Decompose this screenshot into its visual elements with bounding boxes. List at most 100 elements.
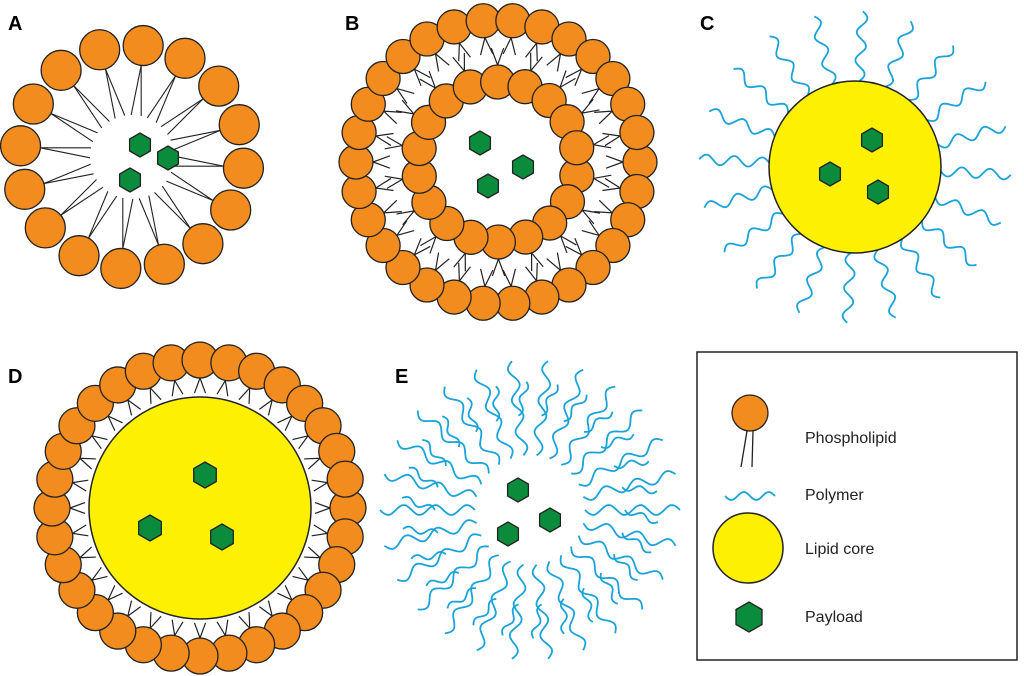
phospholipid-head [79, 29, 121, 71]
phospholipid-tail [384, 175, 403, 180]
phospholipid-tail [593, 177, 610, 188]
polymer-chain [885, 20, 914, 88]
phospholipid-tail [107, 415, 116, 431]
phospholipid-tail [91, 435, 102, 450]
phospholipid-tail [490, 47, 499, 66]
polymer-chain [577, 535, 664, 580]
polymer-chain [723, 212, 784, 253]
phospholipid-tail [375, 135, 392, 147]
payload-icon [735, 601, 763, 633]
phospholipid-tail [311, 532, 328, 537]
phospholipid-head [210, 189, 252, 231]
phospholipid-tail [402, 210, 415, 226]
phospholipid-tail [604, 135, 621, 147]
phospholipid-tail [258, 606, 273, 617]
phospholipid-tail [396, 88, 408, 104]
phospholipid-tail [148, 195, 160, 246]
polymer-chain [402, 525, 439, 535]
phospholipid-tail [372, 155, 391, 163]
phospholipid-tail [50, 113, 94, 143]
polymer-chain [443, 386, 501, 465]
legend-polymer-icon [724, 491, 776, 501]
phospholipid-tail [216, 380, 226, 395]
phospholipid-tail [173, 155, 224, 167]
polymer-chain [854, 10, 869, 82]
panel-label-b: B [345, 13, 359, 35]
polymer-chain [530, 603, 543, 639]
phospholipid-tail [386, 136, 403, 147]
phospholipid-tail [171, 619, 176, 636]
polymer-chain [444, 554, 499, 635]
phospholipid-tail [149, 615, 162, 629]
phospholipid-tail [122, 198, 134, 249]
phospholipid-head [385, 249, 421, 286]
phospholipid-tail [307, 457, 321, 470]
phospholipid-tail [238, 615, 251, 629]
polymer-chain [900, 238, 941, 299]
polymer-chain [508, 563, 527, 660]
phospholipid-tail [160, 98, 204, 128]
phospholipid-tail [484, 37, 494, 55]
phospholipid-tail [530, 56, 543, 72]
phospholipid-head [143, 243, 185, 285]
phospholipid-tail [525, 266, 538, 282]
phospholipid-tail [435, 53, 450, 66]
phospholipid-tail [496, 47, 505, 66]
phospholipid-tail [497, 258, 506, 277]
payload-icon [468, 130, 492, 156]
polymer-chain [926, 81, 987, 122]
polymer-chain [755, 233, 802, 289]
payload-icon [128, 132, 152, 158]
phospholipid-tail [602, 132, 621, 137]
phospholipid-tail [104, 68, 116, 119]
phospholipid-head [100, 247, 142, 290]
phospholipid-tail [224, 380, 229, 397]
phospholipid-tail [88, 195, 118, 239]
phospholipid-head [12, 83, 54, 125]
polymer-chain [492, 385, 501, 422]
payload-icon [118, 167, 142, 193]
phospholipid-tail [60, 179, 97, 216]
panel-a-micelle [0, 24, 265, 290]
phospholipid-tail [149, 387, 152, 404]
phospholipid-tail [313, 524, 328, 534]
polymer-chain [613, 554, 638, 581]
legend-label-polymer: Polymer [805, 487, 864, 504]
payload-icon [496, 521, 520, 547]
phospholipid-tail [384, 144, 403, 150]
phospholipid-tail [546, 258, 561, 271]
phospholipid-tail [375, 177, 392, 189]
phospholipid-tail [491, 258, 500, 277]
phospholipid-tail [588, 220, 600, 236]
polymer-chain [578, 437, 664, 487]
polymer-chain [708, 108, 776, 137]
phospholipid-tail [149, 612, 152, 629]
phospholipid-tail [69, 501, 86, 509]
phospholipid-tail [79, 556, 96, 559]
phospholipid-tail [167, 98, 204, 135]
phospholipid-tail [130, 65, 142, 116]
polymer-chain [396, 440, 483, 485]
phospholipid-tail [375, 132, 394, 137]
phospholipid-tail [91, 435, 108, 441]
phospholipid-tail [224, 619, 229, 636]
polymer-chain [473, 369, 514, 459]
phospholipid-tail [284, 585, 293, 601]
phospholipid-tail [258, 399, 273, 410]
polymer-chain [546, 561, 587, 651]
phospholipid-tail [314, 507, 331, 515]
phospholipid-head [575, 249, 611, 286]
polymer-chain [570, 546, 644, 610]
polymer-chain [908, 45, 955, 101]
phospholipid-tail [593, 174, 612, 180]
polymer-chain [583, 411, 614, 433]
legend-label-lipid-core: Lipid core [805, 541, 874, 558]
phospholipid-tail [581, 87, 600, 95]
polymer-chain [703, 185, 773, 209]
phospholipid-tail [107, 585, 116, 601]
legend-label-payload: Payload [805, 609, 863, 626]
phospholipid-head [559, 130, 595, 166]
phospholipid-tail [383, 110, 398, 125]
polymer-chain [841, 252, 856, 324]
payload-icon [506, 477, 530, 503]
